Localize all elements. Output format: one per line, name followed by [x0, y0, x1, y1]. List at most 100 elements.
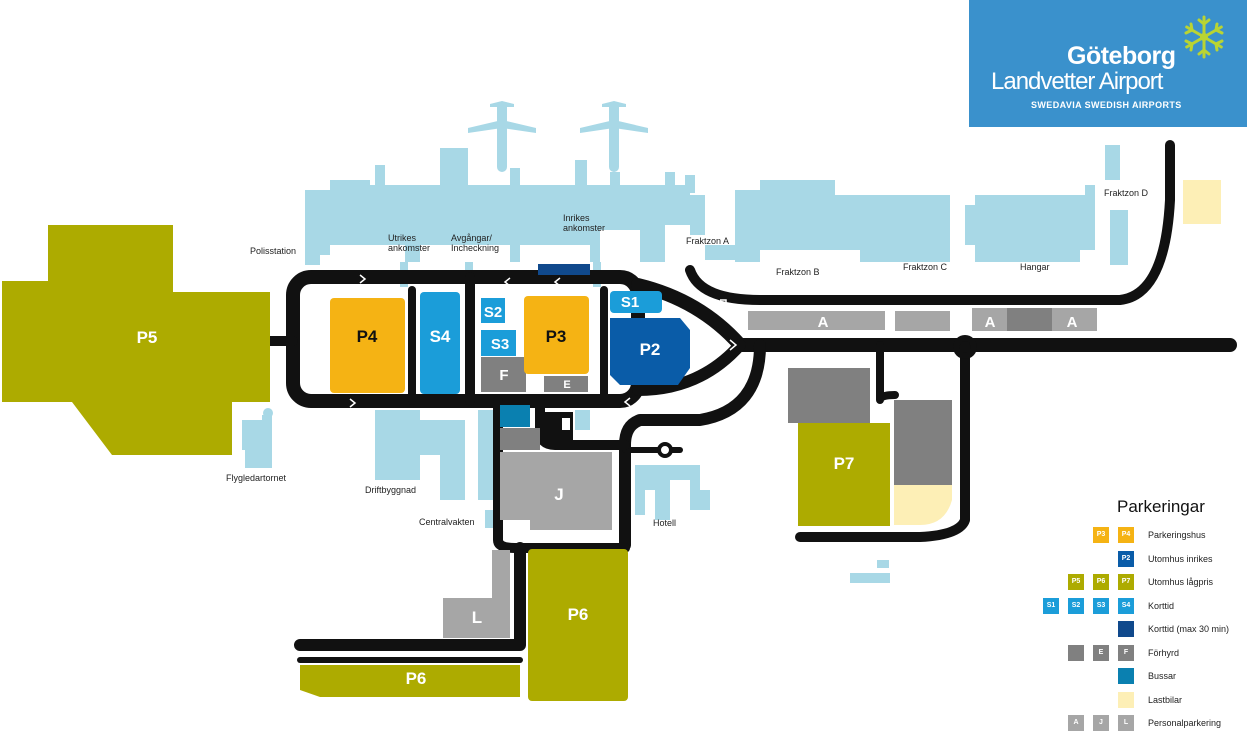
legend-label: Utomhus inrikes	[1148, 553, 1213, 564]
zone-s2[interactable]	[481, 298, 505, 323]
building	[478, 410, 496, 500]
legend-label: Utomhus lågpris	[1148, 577, 1214, 587]
legend-swatch: L	[1118, 715, 1134, 731]
zone-p5[interactable]	[2, 225, 270, 455]
fuel-pump-icon	[562, 418, 570, 430]
label-fraktzon-c: Fraktzon C	[903, 262, 948, 272]
legend-row: Bussar	[1030, 668, 1247, 685]
zone-short-term-30[interactable]	[538, 264, 590, 275]
snowflake-icon	[1184, 15, 1224, 59]
terminal-pier	[575, 160, 587, 190]
label-s3: S3	[491, 336, 509, 353]
label-flygledartornet: Flygledartornet	[226, 473, 287, 483]
zone-p2[interactable]	[610, 318, 690, 385]
zone-rented-east[interactable]	[788, 368, 870, 423]
legend-swatch	[1118, 691, 1134, 708]
label-hangar: Hangar	[1020, 262, 1050, 272]
zone-f[interactable]	[481, 357, 526, 392]
zone-trucks-north[interactable]	[1183, 180, 1221, 224]
label-p2: P2	[640, 340, 661, 359]
legend-row: Lastbilar	[1030, 691, 1247, 709]
zone-a-2[interactable]	[895, 311, 950, 331]
zone-a-3[interactable]	[972, 308, 1007, 331]
legend-swatch	[1118, 668, 1134, 684]
zone-a-4[interactable]	[1052, 308, 1097, 331]
legend-swatch: S2	[1068, 597, 1084, 614]
legend-swatch: E	[1093, 644, 1109, 661]
parking-zones	[2, 180, 1221, 701]
flygledartornet-building	[242, 415, 272, 468]
zone-rented-gray[interactable]	[894, 400, 952, 485]
label-f: F	[499, 367, 508, 384]
legend-label: Korttid	[1148, 600, 1175, 611]
zone-s1[interactable]	[610, 291, 662, 313]
legend-swatch: S4	[1118, 597, 1134, 614]
zone-trucks[interactable]	[894, 485, 952, 525]
fraktzon-d-building	[1110, 210, 1128, 265]
legend-label: Parkeringshus	[1148, 530, 1206, 540]
label-centralvakten: Centralvakten	[419, 517, 475, 527]
zone-j[interactable]	[500, 452, 612, 530]
label-p7: P7	[834, 454, 855, 473]
label-s1: S1	[621, 294, 639, 311]
airplane-icon	[580, 101, 648, 172]
zone-s3[interactable]	[481, 330, 516, 356]
legend-row: P2 Utomhus inrikes	[1030, 550, 1247, 568]
terminal-pier	[685, 175, 695, 193]
terminal-pier	[665, 172, 675, 192]
terminal-pier	[510, 168, 520, 188]
zone-e[interactable]	[544, 376, 588, 392]
legend-label: Förhyrd	[1148, 647, 1180, 658]
label-a2: A	[985, 314, 996, 331]
legend-row: P5 P6 P7 Utomhus lågpris	[1030, 574, 1247, 591]
label-e: E	[563, 379, 570, 391]
legend-swatch: J	[1093, 715, 1109, 731]
zone-rented-small[interactable]	[500, 428, 540, 450]
legend-swatch	[1118, 621, 1134, 637]
label-fraktzon-d: Fraktzon D	[1104, 188, 1149, 198]
airplane-icon	[468, 101, 536, 172]
label-polisstation: Polisstation	[250, 246, 297, 256]
zone-p7[interactable]	[798, 423, 890, 526]
legend-swatch: P5	[1068, 574, 1084, 590]
logo-line-landvetter: Landvetter Airport	[991, 68, 1163, 95]
label-p6-east: P6	[568, 605, 589, 624]
zone-p6-east[interactable]	[528, 549, 628, 701]
road-arrows	[319, 274, 738, 408]
legend-swatch: S3	[1093, 597, 1109, 614]
zone-l[interactable]	[443, 550, 510, 638]
legend-swatch: P4	[1118, 527, 1134, 543]
legend-swatch: P7	[1118, 574, 1134, 590]
buildings	[242, 101, 1128, 583]
terminal-building	[305, 180, 705, 265]
label-fraktzon-b: Fraktzon B	[776, 267, 820, 277]
legend-swatch: S1	[1043, 597, 1059, 614]
label-l: L	[472, 608, 482, 627]
logo-line-swedavia: SWEDAVIA SWEDISH AIRPORTS	[1031, 100, 1182, 110]
legend-label: Korttid (max 30 min)	[1148, 624, 1230, 634]
legend-title: Parkeringar	[1117, 497, 1205, 516]
legend-swatch: P2	[1118, 550, 1134, 567]
label-p4: P4	[357, 327, 378, 346]
label-p6-south: P6	[406, 669, 427, 688]
zone-s4[interactable]	[420, 292, 460, 394]
zone-p6-south[interactable]	[300, 665, 520, 697]
label-p3: P3	[546, 327, 567, 346]
tower-top	[263, 408, 273, 418]
zone-p3[interactable]	[524, 296, 589, 374]
small-building	[575, 410, 590, 430]
small-building	[850, 573, 890, 583]
legend-row: S1 S2 S3 S4 Korttid	[1030, 597, 1247, 615]
zone-bus[interactable]	[500, 405, 530, 427]
small-building	[877, 560, 889, 568]
label-s4: S4	[430, 327, 451, 346]
zone-p4[interactable]	[330, 298, 405, 393]
legend-label: Lastbilar	[1148, 694, 1183, 705]
legend-swatch	[1068, 644, 1084, 661]
legend-swatch: P6	[1093, 574, 1109, 590]
zone-a-1[interactable]	[748, 311, 885, 330]
zone-rented-a[interactable]	[1007, 308, 1052, 331]
fraktzon-b-building	[735, 180, 950, 262]
